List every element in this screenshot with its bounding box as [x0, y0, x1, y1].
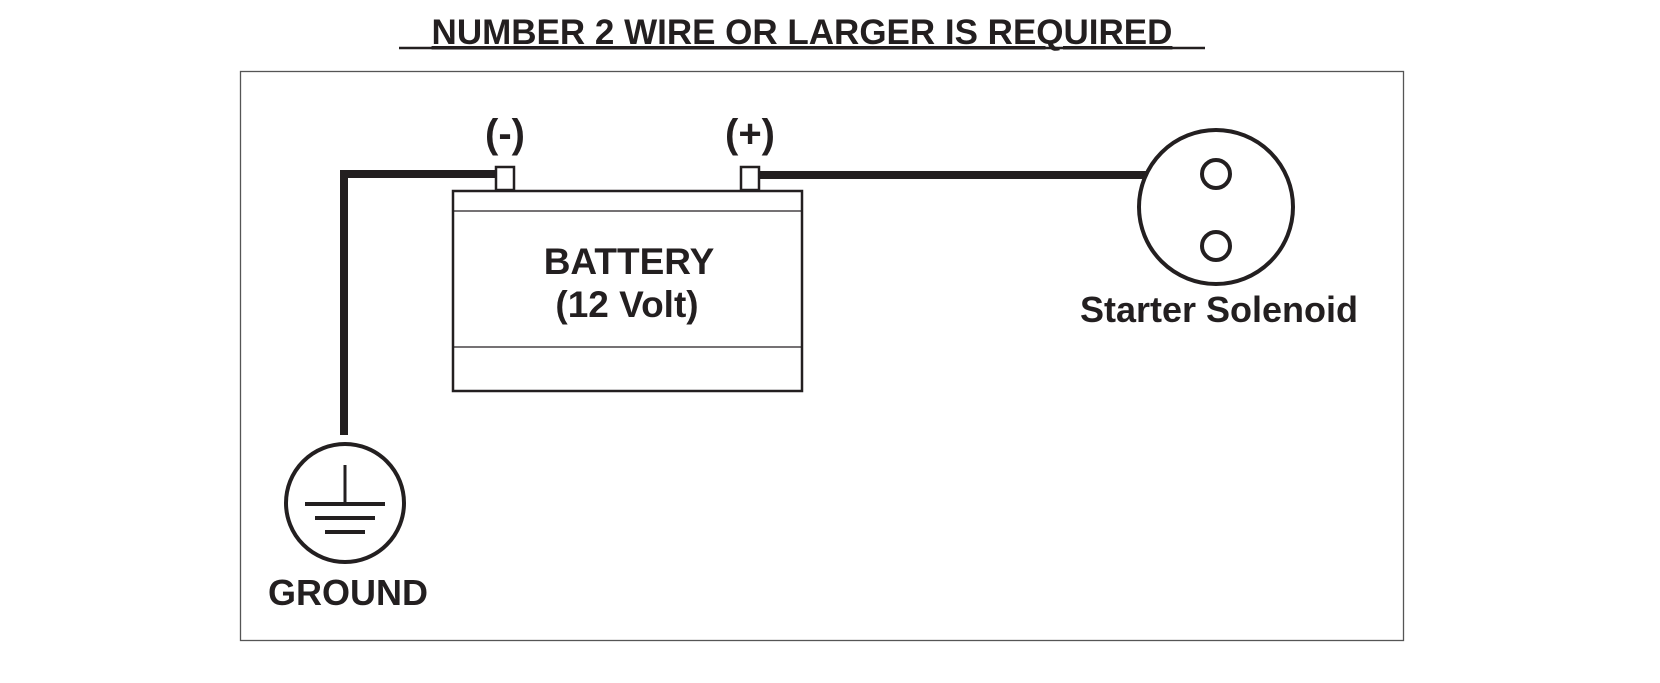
positive-terminal-post — [739, 165, 761, 192]
ground-symbol — [284, 442, 406, 564]
diagram-frame — [239, 70, 1405, 642]
battery: BATTERY (12 Volt) — [451, 189, 804, 393]
solenoid-label: Starter Solenoid — [1080, 289, 1358, 330]
positive-terminal-label: (+) — [725, 112, 775, 156]
solenoid-body — [1137, 128, 1295, 286]
ground-label: GROUND — [268, 572, 428, 613]
solenoid-terminal-bottom — [1200, 230, 1232, 262]
negative-terminal-label: (-) — [485, 112, 525, 156]
battery-name: BATTERY — [544, 241, 715, 282]
diagram-title: NUMBER 2 WIRE OR LARGER IS REQUIRED — [432, 13, 1173, 52]
solenoid-terminal-top — [1200, 158, 1232, 190]
battery-body — [451, 189, 804, 393]
ground-wire — [340, 170, 496, 435]
battery-rating: (12 Volt) — [555, 284, 698, 325]
starter-solenoid — [1137, 128, 1295, 286]
negative-terminal-post — [494, 165, 516, 192]
